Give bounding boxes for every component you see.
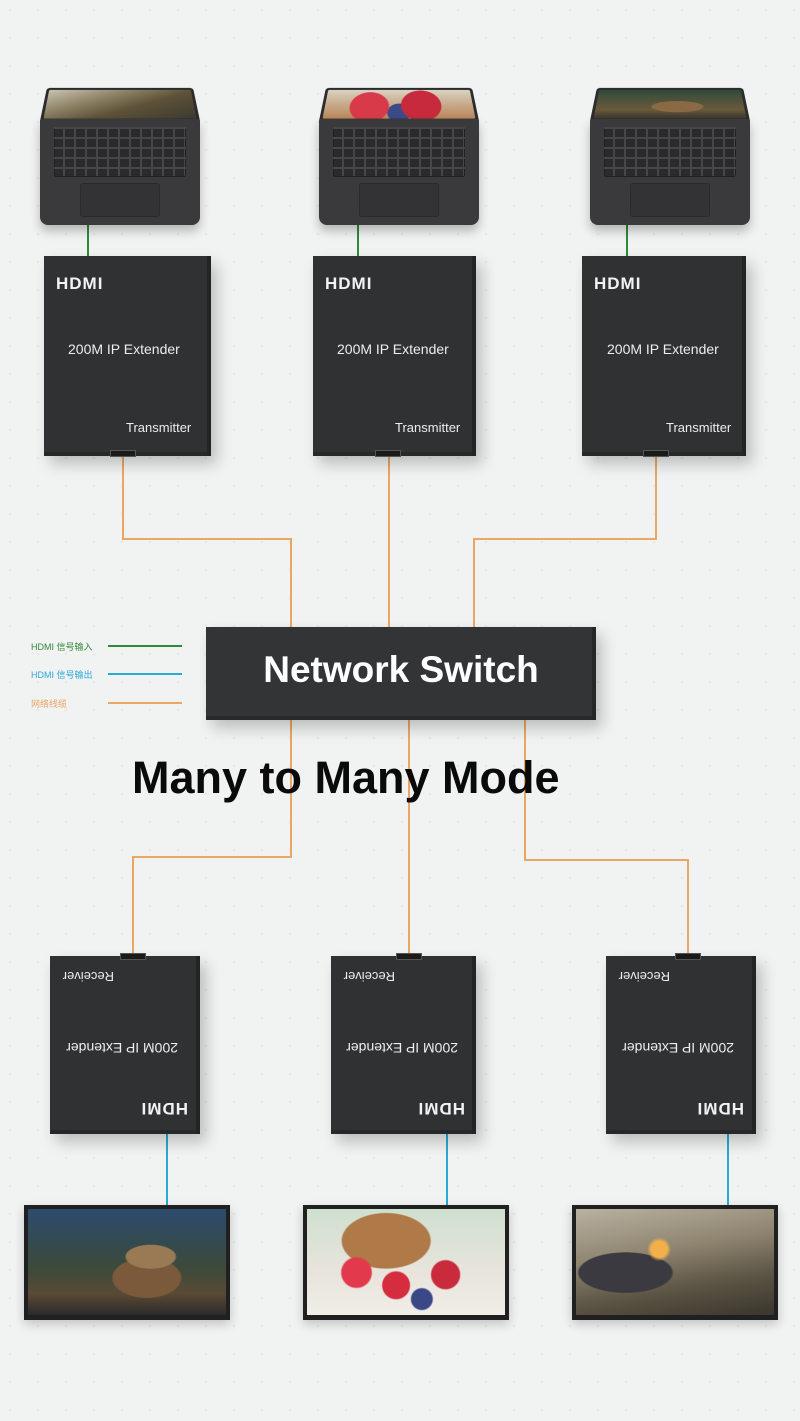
hdmi-logo: HDMI <box>594 274 642 293</box>
hdmi-input-wires <box>87 222 628 256</box>
hdmi-logo: HDMI <box>140 1099 188 1118</box>
network-wire-rx-1 <box>132 720 292 956</box>
extender-role: Transmitter <box>666 420 732 435</box>
laptop-keyboard <box>604 127 736 177</box>
legend-hdmi-input-line <box>108 645 182 647</box>
legend-network-line <box>108 702 182 704</box>
laptop-trackpad <box>359 183 439 217</box>
legend-hdmi-output: HDMI 信号输出 <box>31 668 93 681</box>
legend-network: 网络线缆 <box>31 697 67 710</box>
game-scene-image <box>576 1209 774 1315</box>
receiver-label-group: HDMI 200M IP Extender Receiver <box>606 956 756 1134</box>
legend-hdmi-output-label: HDMI 信号输出 <box>31 670 93 680</box>
legend-hdmi-input: HDMI 信号输入 <box>31 640 93 653</box>
network-wire-tx-1 <box>122 457 292 627</box>
network-port <box>643 450 669 457</box>
game-scene-image <box>43 89 197 119</box>
extender-role: Receiver <box>343 969 395 984</box>
extender-role: Transmitter <box>126 420 192 435</box>
extender-model: 200M IP Extender <box>346 1040 458 1056</box>
chipmunk-photo-image <box>28 1209 226 1315</box>
network-switch-label: Network Switch <box>263 649 539 690</box>
network-port <box>375 450 401 457</box>
legend-hdmi-input-label: HDMI 信号输入 <box>31 642 93 652</box>
hdmi-logo: HDMI <box>417 1099 465 1118</box>
receiver-1: HDMI 200M IP Extender Receiver <box>50 953 200 1134</box>
extender-role: Receiver <box>62 969 114 984</box>
network-wire-tx-3 <box>473 457 657 627</box>
legend-network-label: 网络线缆 <box>31 699 68 709</box>
extender-model: 200M IP Extender <box>337 341 449 357</box>
extender-role: Receiver <box>618 969 670 984</box>
chipmunk-photo-image <box>593 89 747 119</box>
hdmi-logo: HDMI <box>56 274 104 293</box>
laptop-trackpad <box>630 183 710 217</box>
legend-hdmi-output-line <box>108 673 182 675</box>
receiver-3: HDMI 200M IP Extender Receiver <box>606 953 756 1134</box>
network-port <box>110 450 136 457</box>
extender-model: 200M IP Extender <box>68 341 180 357</box>
laptop-trackpad <box>80 183 160 217</box>
network-wire-rx-3 <box>524 720 689 956</box>
receiver-2: HDMI 200M IP Extender Receiver <box>331 953 476 1134</box>
extender-role: Transmitter <box>395 420 461 435</box>
laptop-screen <box>319 87 479 121</box>
extender-model: 200M IP Extender <box>607 341 719 357</box>
network-wires <box>122 457 689 956</box>
transmitter-3: HDMI 200M IP Extender Transmitter <box>582 256 746 457</box>
receiver-label-group: HDMI 200M IP Extender Receiver <box>50 956 200 1134</box>
network-port <box>396 953 422 960</box>
display-3 <box>572 1205 778 1320</box>
laptop-screen <box>590 87 750 121</box>
display-1 <box>24 1205 230 1320</box>
display-2 <box>303 1205 509 1320</box>
laptop-base <box>590 119 750 225</box>
laptop-base <box>319 119 479 225</box>
extender-model: 200M IP Extender <box>66 1040 178 1056</box>
laptop-keyboard <box>333 127 465 177</box>
laptop-base <box>40 119 200 225</box>
network-switch: Network Switch <box>206 627 596 720</box>
receiver-label-group: HDMI 200M IP Extender Receiver <box>331 956 476 1134</box>
extender-model: 200M IP Extender <box>622 1040 734 1056</box>
mode-title: Many to Many Mode <box>132 752 560 803</box>
laptop-keyboard <box>54 127 186 177</box>
hdmi-logo: HDMI <box>696 1099 744 1118</box>
hdmi-logo: HDMI <box>325 274 373 293</box>
laptop-screen <box>40 87 200 121</box>
transmitter-2: HDMI 200M IP Extender Transmitter <box>313 256 476 457</box>
source-laptop-2 <box>319 75 479 225</box>
network-port <box>675 953 701 960</box>
berries-basket-image <box>307 1209 505 1315</box>
network-port <box>120 953 146 960</box>
source-laptop-1 <box>40 75 200 225</box>
transmitter-1: HDMI 200M IP Extender Transmitter <box>44 256 211 457</box>
source-laptop-3 <box>590 75 750 225</box>
hdmi-output-wires <box>166 1134 729 1205</box>
berries-basket-image <box>322 89 476 119</box>
